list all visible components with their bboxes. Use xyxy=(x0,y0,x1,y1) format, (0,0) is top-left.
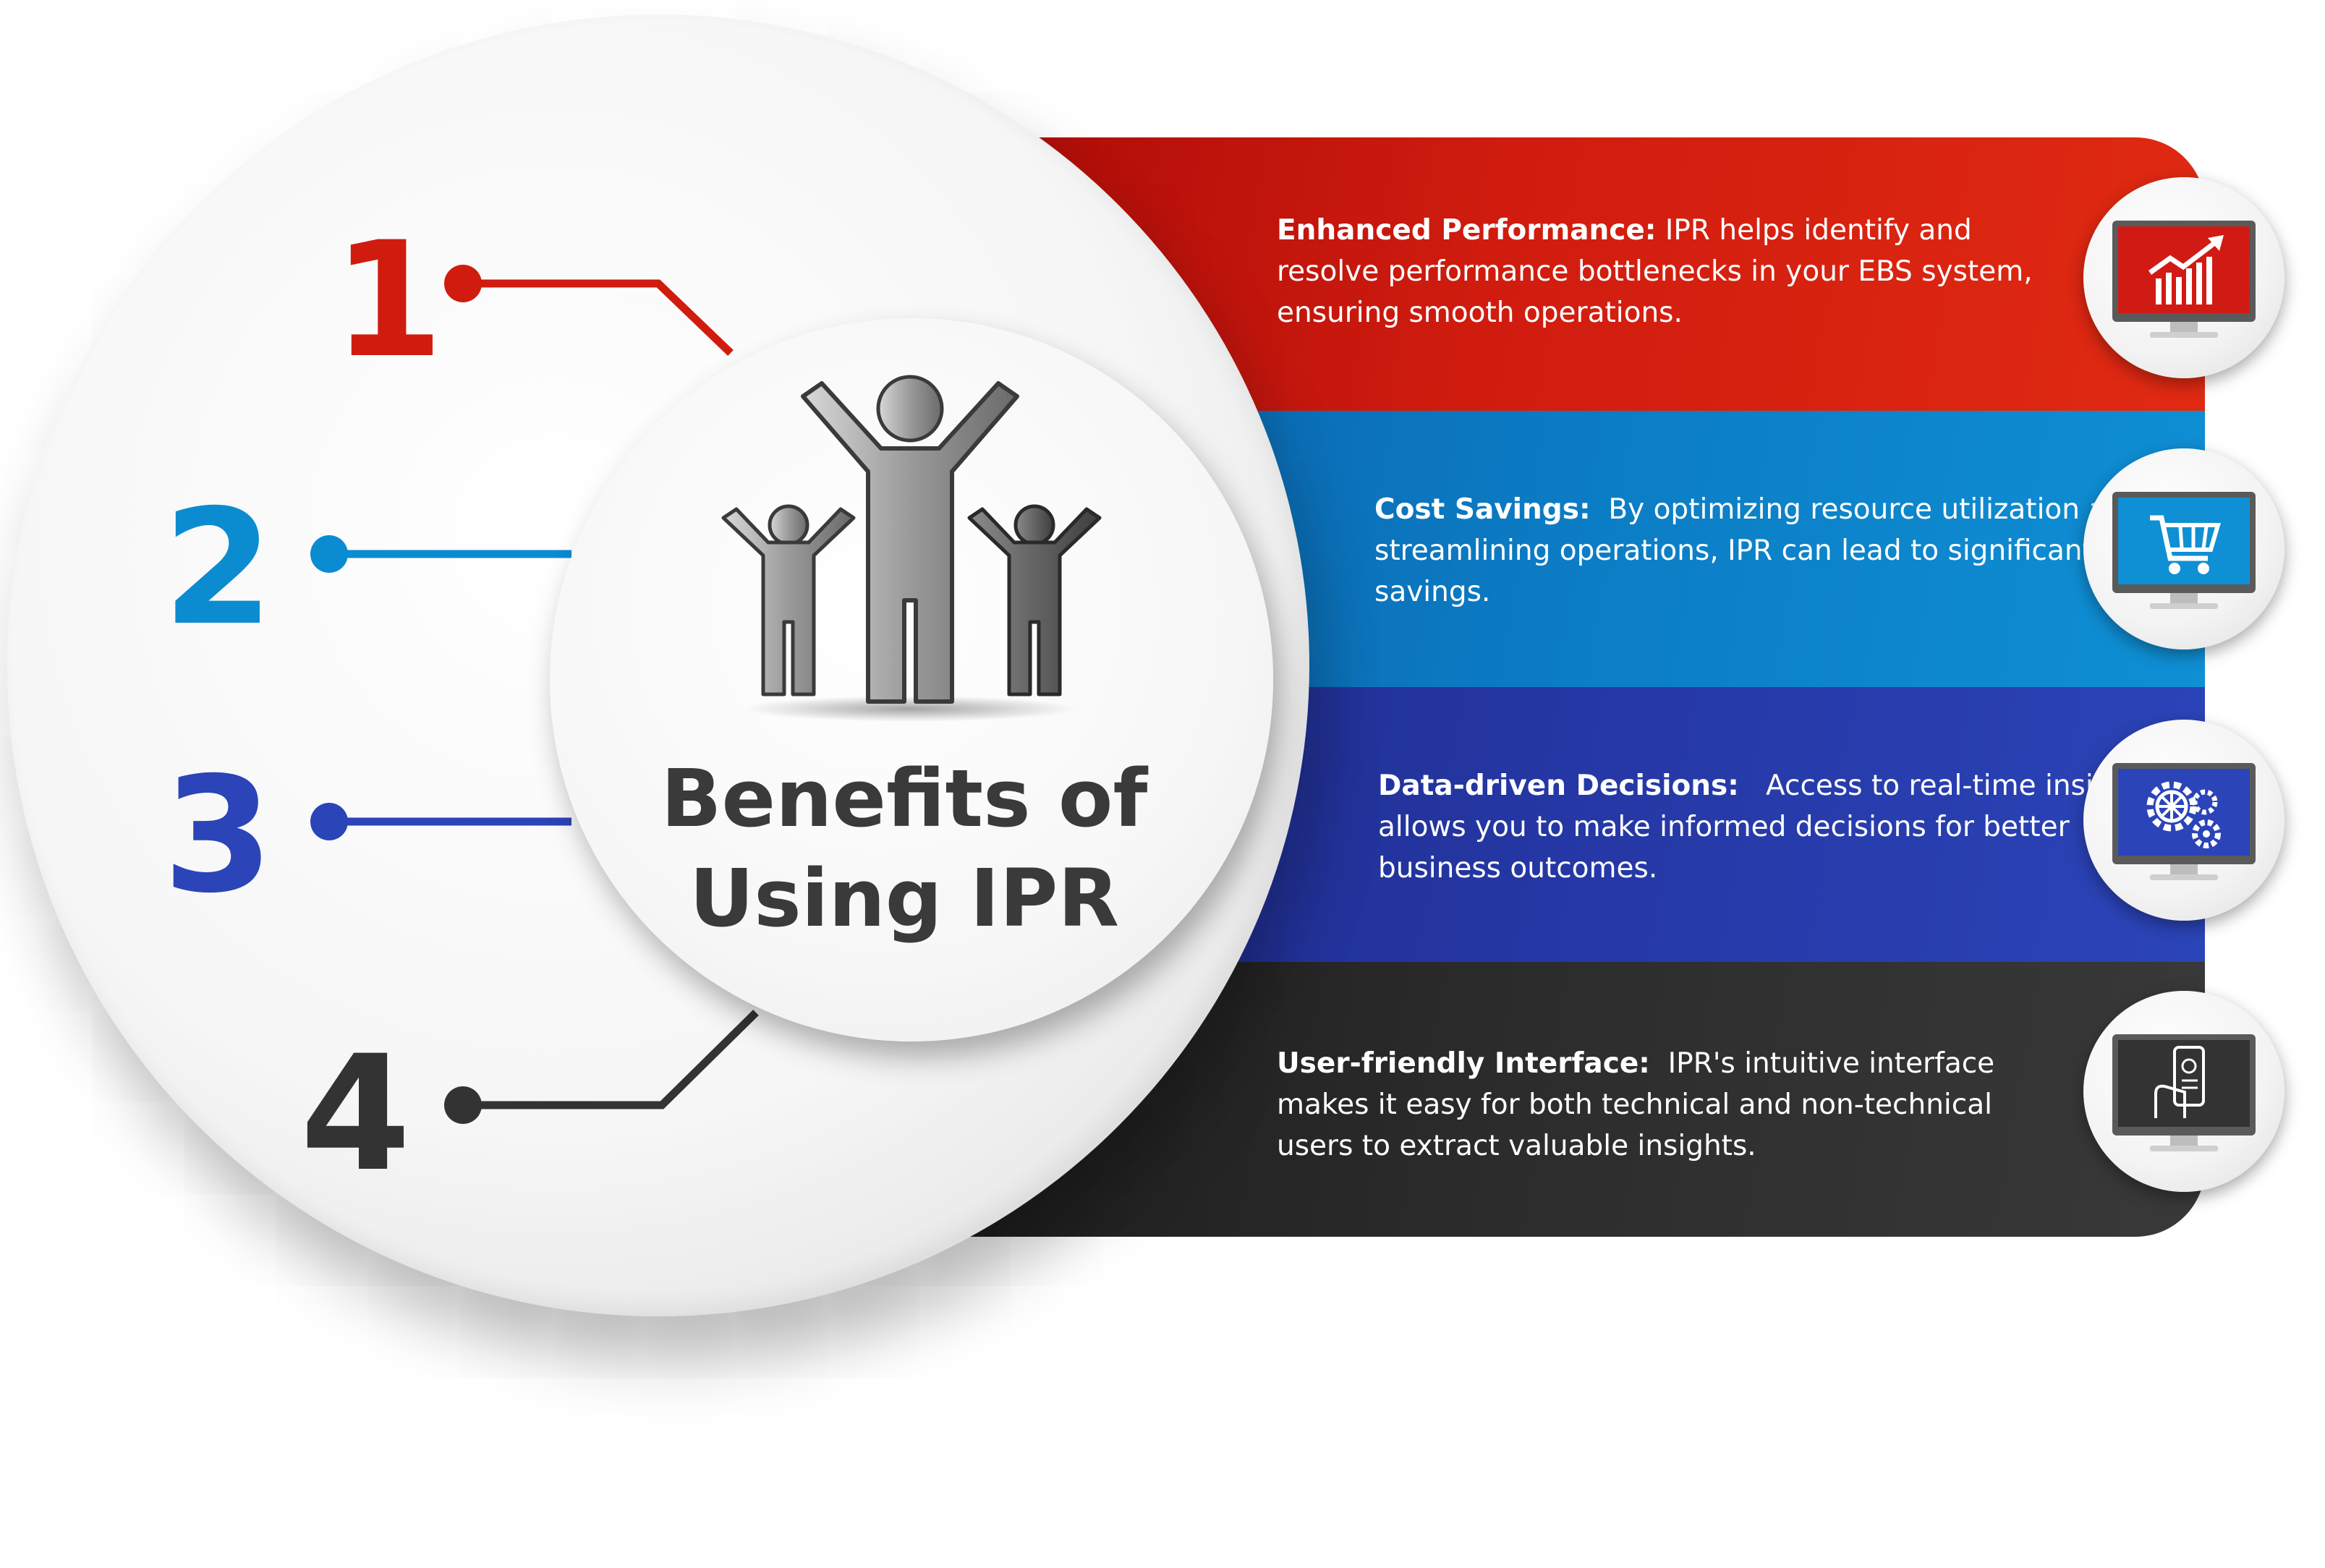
gears-monitor-icon xyxy=(2083,720,2284,921)
benefit-band-4: User-friendly Interface: IPR's intuitive… xyxy=(911,962,2205,1237)
shopping-cart-monitor-icon xyxy=(2083,448,2284,649)
benefit-1-description: IPR helps identify and resolve performan… xyxy=(1277,214,2033,329)
chart-growth-monitor-icon xyxy=(2083,177,2284,378)
connector-4-dot xyxy=(444,1086,482,1124)
benefit-2-text: Cost Savings: By optimizing resource uti… xyxy=(1374,489,2170,613)
benefit-1-text: Enhanced Performance: IPR helps identify… xyxy=(1277,210,2073,333)
family-people-icon xyxy=(721,375,1102,722)
benefit-4-text: User-friendly Interface: IPR's intuitive… xyxy=(1277,1043,2073,1167)
center-title-line-1: Benefits of xyxy=(660,752,1148,845)
connector-3-dot xyxy=(310,803,348,840)
center-title-line-2: Using IPR xyxy=(689,852,1120,945)
connector-2-dot xyxy=(310,535,348,573)
number-1: 1 xyxy=(333,208,444,393)
connector-1-dot xyxy=(444,265,482,302)
connector-4 xyxy=(463,1010,759,1109)
center-title: Benefits of Using IPR xyxy=(622,749,1186,948)
benefit-4-heading: User-friendly Interface: xyxy=(1277,1047,1650,1080)
benefit-3-heading: Data-driven Decisions: xyxy=(1378,770,1739,802)
benefit-3-description: Access to real-time insights allows you … xyxy=(1378,770,2155,885)
benefit-3-text: Data-driven Decisions: Access to real-ti… xyxy=(1378,765,2174,889)
number-3: 3 xyxy=(163,743,274,928)
benefit-2-description: By optimizing resource utilization and s… xyxy=(1374,493,2161,608)
benefit-4-description: IPR's intuitive interface makes it easy … xyxy=(1277,1047,2004,1162)
connector-1 xyxy=(463,279,734,356)
mobile-app-monitor-icon xyxy=(2083,991,2284,1192)
number-2: 2 xyxy=(163,475,274,660)
benefit-1-heading: Enhanced Performance: xyxy=(1277,214,1657,247)
number-4: 4 xyxy=(300,1021,412,1206)
benefit-2-heading: Cost Savings: xyxy=(1374,493,1591,526)
